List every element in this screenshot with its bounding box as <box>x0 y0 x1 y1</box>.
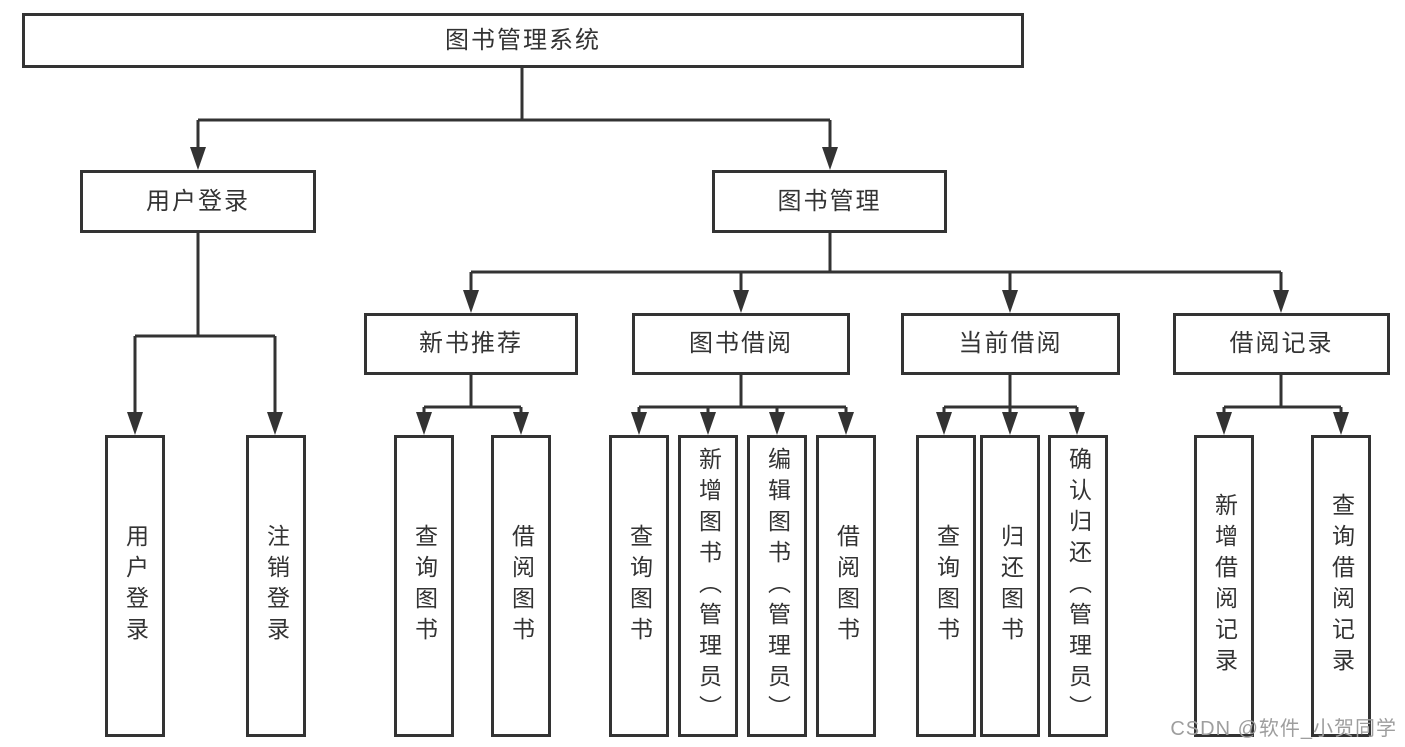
leaf-borrow-books-recommend: 借阅图书 <box>491 435 551 737</box>
leaf-add-book-admin: 新增图书（管理员） <box>678 435 738 737</box>
leaf-query-books-recommend: 查询图书 <box>394 435 454 737</box>
leaf-return-book: 归还图书 <box>980 435 1040 737</box>
node-book-borrow: 图书借阅 <box>632 313 850 375</box>
node-borrow-records: 借阅记录 <box>1173 313 1390 375</box>
node-current-borrow: 当前借阅 <box>901 313 1120 375</box>
leaf-query-books-borrow: 查询图书 <box>609 435 669 737</box>
leaf-query-borrow-record: 查询借阅记录 <box>1311 435 1371 737</box>
node-book-management: 图书管理 <box>712 170 947 233</box>
leaf-query-books-current: 查询图书 <box>916 435 976 737</box>
leaf-confirm-return-admin: 确认归还（管理员） <box>1048 435 1108 737</box>
leaf-add-borrow-record: 新增借阅记录 <box>1194 435 1254 737</box>
leaf-user-login: 用户登录 <box>105 435 165 737</box>
leaf-logout: 注销登录 <box>246 435 306 737</box>
node-new-book-recommend: 新书推荐 <box>364 313 578 375</box>
csdn-watermark: CSDN @软件_小贺同学 <box>1170 718 1397 740</box>
leaf-borrow-books: 借阅图书 <box>816 435 876 737</box>
leaf-edit-book-admin: 编辑图书（管理员） <box>747 435 807 737</box>
node-root-system: 图书管理系统 <box>22 13 1024 68</box>
node-user-login: 用户登录 <box>80 170 316 233</box>
